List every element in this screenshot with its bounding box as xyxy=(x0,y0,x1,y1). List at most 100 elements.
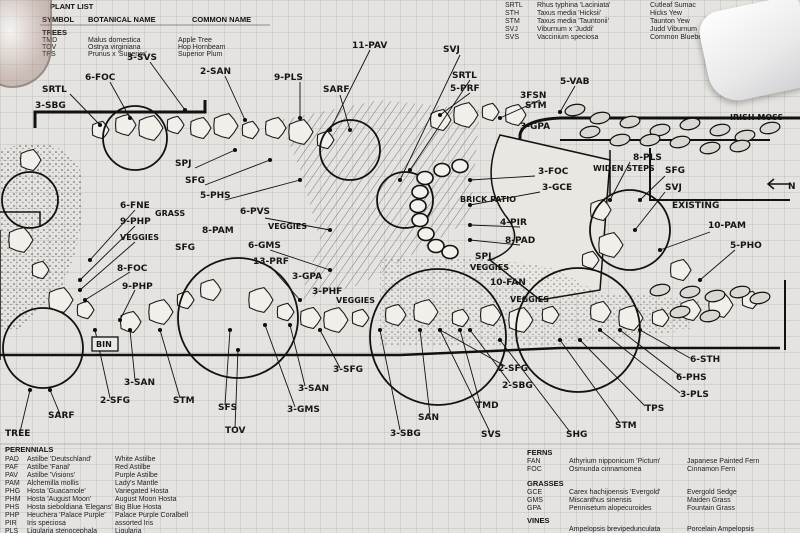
legend-bot: Hosta sieboldiana 'Elegans' xyxy=(27,504,113,511)
plan-label: 5-VAB xyxy=(560,77,590,87)
leader-line xyxy=(339,94,351,131)
shrub xyxy=(241,120,260,140)
leader-dot xyxy=(77,287,83,293)
legend-sym: PHS xyxy=(5,504,20,511)
leader-dot xyxy=(77,277,83,283)
stepping-stone xyxy=(679,285,701,299)
plan-label: 3-GPA xyxy=(520,122,550,132)
legend-bot: Astilbe 'Deutschland' xyxy=(27,456,92,463)
leader-dot xyxy=(467,202,473,208)
shrub xyxy=(114,113,137,137)
legend-bot: Iris speciosa xyxy=(27,520,66,527)
shrub xyxy=(119,310,142,334)
legend-com: Palace Purple Coralbell xyxy=(115,512,189,519)
legend-com: Lady's Mantle xyxy=(115,480,158,487)
legend-bot: Astilbe 'Visions' xyxy=(27,472,75,479)
leader-dot xyxy=(327,127,333,133)
shrub xyxy=(384,303,407,327)
stepping-stone xyxy=(619,115,641,129)
plan-label: 10-FAN xyxy=(490,278,526,288)
leader-dot xyxy=(92,327,98,333)
shrub-common: Taunton Yew xyxy=(650,18,691,25)
stepping-stone xyxy=(679,117,701,131)
stepping-stone xyxy=(579,125,601,139)
leader-line xyxy=(439,329,491,433)
leader-line xyxy=(79,241,136,291)
plan-label: TREE xyxy=(5,429,30,439)
stepping-stone xyxy=(669,305,691,319)
vines-heading: VINES xyxy=(527,516,550,525)
shrub xyxy=(248,286,274,314)
plan-label: SPJ xyxy=(175,159,191,169)
shrub xyxy=(323,306,349,334)
plant-list-shrubs-top: SRTL Rhus typhina 'Laciniata' Cutleaf Su… xyxy=(505,2,711,41)
leader-dot xyxy=(417,327,423,333)
plan-label: BIN xyxy=(96,340,112,349)
leader-dot xyxy=(577,337,583,343)
leader-line xyxy=(399,54,461,181)
plan-label: TOV xyxy=(225,426,246,436)
plan-label: IRISH MOSS xyxy=(730,113,784,122)
stepping-stone xyxy=(669,135,691,149)
plan-label: 5-PRF xyxy=(450,84,480,94)
legend-com: Evergold Sedge xyxy=(687,489,737,496)
leader-dot xyxy=(297,115,303,121)
leader-dot xyxy=(297,297,303,303)
shrub xyxy=(19,148,42,172)
plan-label: 9-PHP xyxy=(120,217,151,227)
legend-bot: Hosta 'Guacamole' xyxy=(27,488,86,495)
shrub-masses xyxy=(8,101,760,334)
plan-label: 3-GMS xyxy=(287,405,320,415)
plan-label: 3-SVS xyxy=(127,53,157,63)
leader-dot xyxy=(27,387,33,393)
leader-dot xyxy=(557,337,563,343)
legend-bot: Pennisetum alopecuroides xyxy=(569,505,652,512)
plan-label: 6-STH xyxy=(690,355,720,365)
stepping-stone xyxy=(649,283,671,297)
leader-dot xyxy=(497,337,503,343)
plan-label: TPS xyxy=(645,404,664,414)
legend-bot: Hosta 'August Moon' xyxy=(27,496,91,503)
leader-dot xyxy=(437,112,443,118)
hatched-slope xyxy=(280,100,480,300)
legend-sym: GMS xyxy=(527,497,543,504)
plan-label: SFG xyxy=(175,243,195,253)
tree-canopy xyxy=(1,171,59,229)
leader-line xyxy=(269,249,331,271)
plan-label: 6-GMS xyxy=(248,241,281,251)
leader-line xyxy=(49,389,61,415)
col-botanical-header: BOTANICAL NAME xyxy=(88,15,156,24)
leader-dot xyxy=(232,147,238,153)
leader-line xyxy=(409,79,471,171)
shrub-common: Judd Viburnum xyxy=(650,26,697,33)
tree-botanical: Ostrya virginiana xyxy=(88,44,141,51)
stepping-stone xyxy=(759,121,781,135)
tree-botanical: Prunus x 'Superior' xyxy=(88,51,147,58)
shrub xyxy=(351,308,370,328)
legend-com: Red Astilbe xyxy=(115,464,151,471)
plan-label: SFG xyxy=(665,166,685,176)
col-common-header: COMMON NAME xyxy=(192,15,251,24)
plan-label: SFG xyxy=(185,176,205,186)
plan-label: 6-FNE xyxy=(120,201,150,211)
leader-lines xyxy=(19,49,736,433)
plan-label: SARF xyxy=(323,85,350,95)
legend-bot: Athyrium nipponicum 'Pictum' xyxy=(569,458,660,465)
legend-com: Big Blue Hosta xyxy=(115,504,161,511)
tree-canopy xyxy=(2,307,84,389)
leader-dot xyxy=(267,157,273,163)
legend-bot: Carex hachijoensis 'Evergold' xyxy=(569,489,660,496)
plan-label: SVS xyxy=(481,430,501,440)
shrub xyxy=(598,231,624,259)
plan-label: 3-SBG xyxy=(35,101,66,111)
shrub-common: Common Blueberry xyxy=(650,34,711,41)
plan-label: 3-FOC xyxy=(538,167,569,177)
plant-list-trees: PLANT LIST SYMBOL BOTANICAL NAME COMMON … xyxy=(40,2,270,58)
plan-label: 6-PHS xyxy=(676,373,707,383)
leader-dot xyxy=(467,327,473,333)
plan-label: 5-PHS xyxy=(200,191,231,201)
